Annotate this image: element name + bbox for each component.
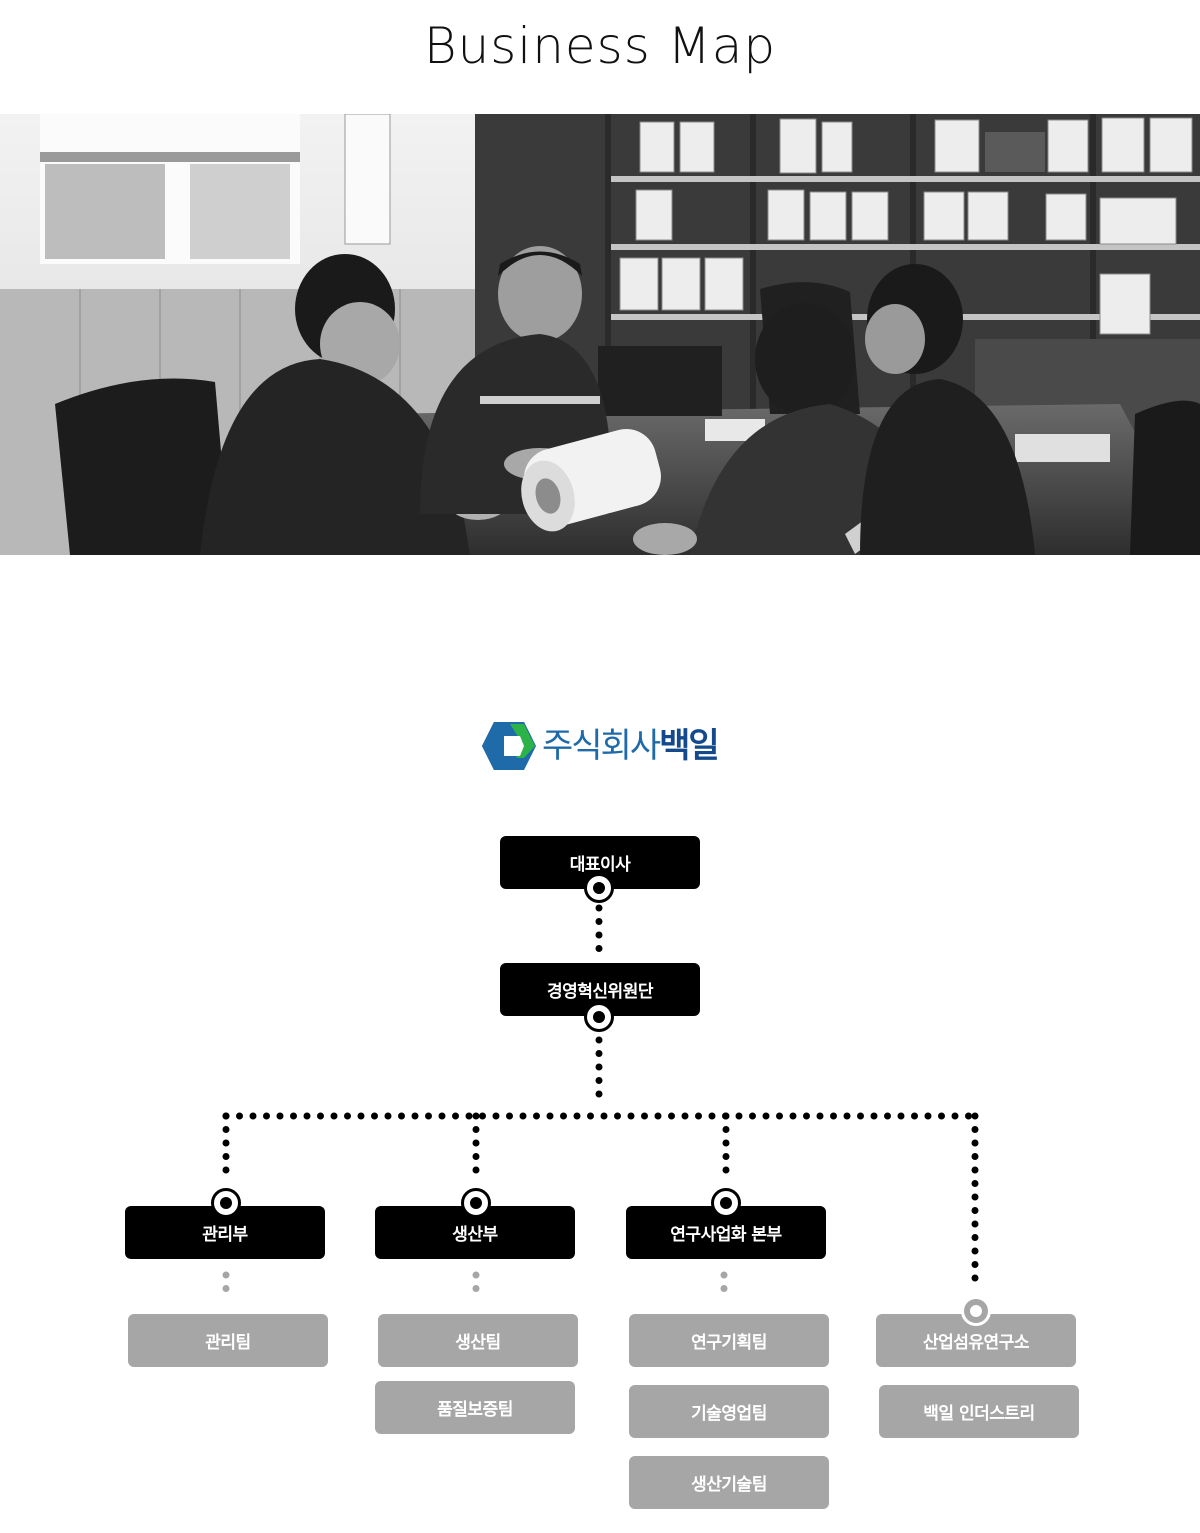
ring-committee-icon (584, 1002, 614, 1032)
node-team-tech-sales: 기술영업팀 (629, 1385, 829, 1438)
logo-mark-icon (482, 722, 536, 770)
node-team-production-tech: 생산기술팀 (629, 1456, 829, 1509)
ring-dept-admin-icon (211, 1188, 241, 1218)
ring-institute-icon (961, 1296, 991, 1326)
company-logo: 주식회사백일 (480, 718, 740, 774)
node-team-admin: 관리팀 (128, 1314, 328, 1367)
node-team-research-planning: 연구기획팀 (629, 1314, 829, 1367)
page-title: Business Map (423, 17, 777, 75)
node-team-production: 생산팀 (378, 1314, 578, 1367)
ring-dept-production-icon (461, 1188, 491, 1218)
node-team-quality: 품질보증팀 (375, 1381, 575, 1434)
logo-name-part2: 백일 (659, 726, 720, 766)
ring-dept-research-icon (711, 1188, 741, 1218)
ring-ceo-icon (584, 873, 614, 903)
hero-photo (0, 114, 1200, 555)
node-institute-sub: 백일 인더스트리 (879, 1385, 1079, 1438)
logo-name-part1: 주식회사 (542, 726, 661, 766)
